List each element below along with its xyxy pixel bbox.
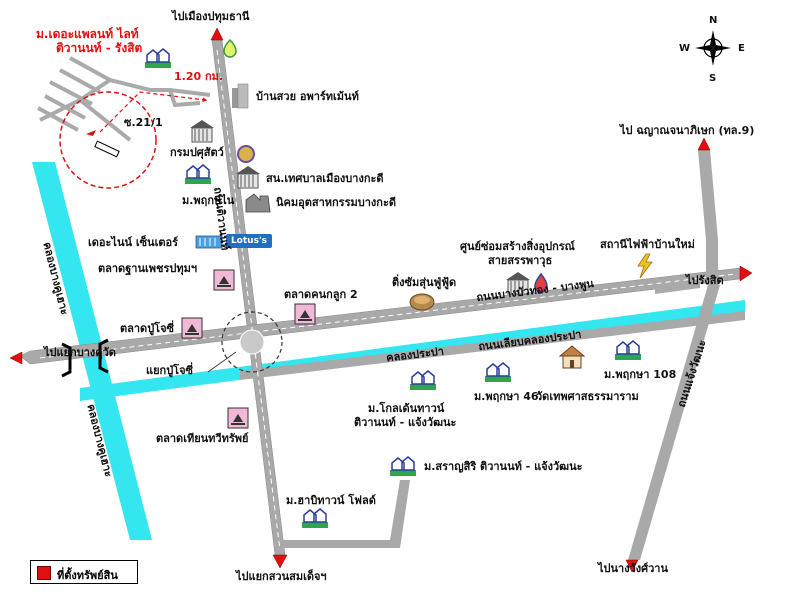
fuel-drop-icon xyxy=(534,272,548,293)
market-icon xyxy=(227,407,249,429)
arrow-southeast xyxy=(625,559,639,573)
label-southeast-dest: ไปนางวังศ์วาน xyxy=(598,562,668,575)
arrow-northeast xyxy=(697,137,711,151)
gas-station-icon xyxy=(223,38,237,58)
market-icon xyxy=(213,269,235,291)
subject-marker xyxy=(86,130,96,136)
label-livestock-dept: กรมปศุสัตว์ xyxy=(170,146,224,159)
government-building-icon xyxy=(190,120,214,143)
label-subject-name: ม.เดอะแพลนท์ ไลท์ xyxy=(36,27,139,41)
apartment-building-icon xyxy=(232,83,249,109)
subject-plot xyxy=(94,140,120,158)
compass-e: E xyxy=(738,43,745,54)
tiwanon-centerline xyxy=(216,49,281,551)
restaurant-icon xyxy=(409,293,435,311)
label-west-dest: ไปแยกบางคูวัด xyxy=(44,346,116,359)
label-market-thianthong: ตลาดเทียนทวีทรัพย์ xyxy=(156,432,249,445)
label-north-dest: ไปเมืองปทุมธานี xyxy=(172,10,250,23)
market-icon xyxy=(294,303,316,325)
label-temple: วัดเทพศาสธรรมาราม xyxy=(536,390,639,403)
arrow-north xyxy=(210,27,224,41)
label-golden-town: ม.โกลเด้นทาวน์ xyxy=(368,402,445,415)
label-habitown: ม.ฮาบิทาวน์ โฟลด์ xyxy=(286,494,376,507)
junction-pointer xyxy=(207,351,237,373)
label-sarunsiri: ม.สราญสิริ ติวานนท์ - แจ้งวัฒนะ xyxy=(424,460,583,473)
label-service-center: ศูนย์ซ่อมสร้างสิ่งอุปกรณ์ xyxy=(460,240,575,253)
label-market-khonkuk: ตลาดคนกลูก 2 xyxy=(284,288,358,301)
legend: ที่ตั้งทรัพย์สิน xyxy=(30,560,138,584)
distance-route xyxy=(99,91,208,133)
bridge-left xyxy=(61,342,72,378)
label-the-nine-center: เดอะไนน์ เซ็นเตอร์ xyxy=(88,236,178,249)
village-icon xyxy=(185,164,211,184)
legend-marker-icon xyxy=(37,566,51,580)
village-icon xyxy=(145,48,171,68)
compass-w: W xyxy=(679,43,691,54)
label-pruksa-46: ม.พฤกษา 46 xyxy=(474,390,539,403)
arrow-east xyxy=(739,265,753,282)
label-power-station: สถานีไฟฟ้าบ้านใหม่ xyxy=(600,238,695,251)
south-side-road xyxy=(280,480,410,548)
label-golden-town-sub: ติวานนท์ - แจ้งวัฒนะ xyxy=(354,416,457,429)
service-center-icon xyxy=(506,272,530,295)
label-market-phuchao: ตลาดปู่โจซี่ xyxy=(120,322,175,335)
compass-rose-icon xyxy=(695,30,731,66)
village-icon xyxy=(390,456,416,476)
village-icon xyxy=(615,340,641,360)
lightning-icon xyxy=(637,253,653,279)
label-restaurant: ติ่งซัมสุ่นฟู่ฟู้ด xyxy=(392,276,457,289)
label-village-plinu: ม.พฤกษ์ไน xyxy=(182,194,235,207)
junction-circle xyxy=(221,311,283,373)
label-industrial-estate: นิคมอุตสาหกรรมบางกะดี xyxy=(276,196,396,209)
northeast-road xyxy=(698,150,718,285)
label-subject-name-sub: ติวานนท์ - รังสิต xyxy=(56,41,143,55)
compass-s: S xyxy=(709,73,717,84)
label-distance: 1.20 กม. xyxy=(174,70,224,83)
police-emblem-icon xyxy=(237,145,255,163)
subject-site-plan xyxy=(37,56,211,142)
label-market-phetpathum: ตลาดฐานเพชรปทุมฯ xyxy=(98,262,198,275)
arrow-west xyxy=(9,351,23,365)
label-service-center-sub: สายสรรพาวุธ xyxy=(488,254,553,267)
label-apartment: บ้านสวย อพาร์ทเม้นท์ xyxy=(256,90,359,103)
chaengwattana-road xyxy=(628,285,720,560)
market-icon xyxy=(181,317,203,339)
label-pruksa-108: ม.พฤกษา 108 xyxy=(604,368,677,381)
compass-n: N xyxy=(709,15,718,26)
temple-icon xyxy=(558,345,586,369)
tiwanon-road xyxy=(211,39,286,556)
factory-icon xyxy=(245,193,271,213)
canal-parallel-road xyxy=(240,311,745,380)
village-icon xyxy=(410,370,436,390)
lotus-logo: Lotus's xyxy=(226,234,272,248)
label-northeast-dest: ไป ฉญาณจนาภิเษก (ทล.9) xyxy=(620,124,755,137)
label-soi: ซ.21/1 xyxy=(124,116,163,129)
legend-label: ที่ตั้งทรัพย์สิน xyxy=(57,569,118,582)
label-municipality: สน.เทศบาลเมืองบางกะดี xyxy=(266,172,384,185)
mall-icon xyxy=(195,235,223,249)
junction-roundabout xyxy=(239,329,265,355)
arrow-south xyxy=(272,554,288,569)
municipality-building-icon xyxy=(236,166,260,189)
bridge-right xyxy=(98,338,109,374)
village-icon xyxy=(302,508,328,528)
label-junction: แยกปู่โจซี่ xyxy=(146,364,193,377)
label-east-dest: ไปรังสิต xyxy=(686,274,724,287)
village-icon xyxy=(485,362,511,382)
bangbuathong-road-east xyxy=(655,277,700,294)
subject-area-circle xyxy=(59,91,157,189)
label-south-dest: ไปแยกสวนสมเด็จฯ xyxy=(236,570,327,583)
